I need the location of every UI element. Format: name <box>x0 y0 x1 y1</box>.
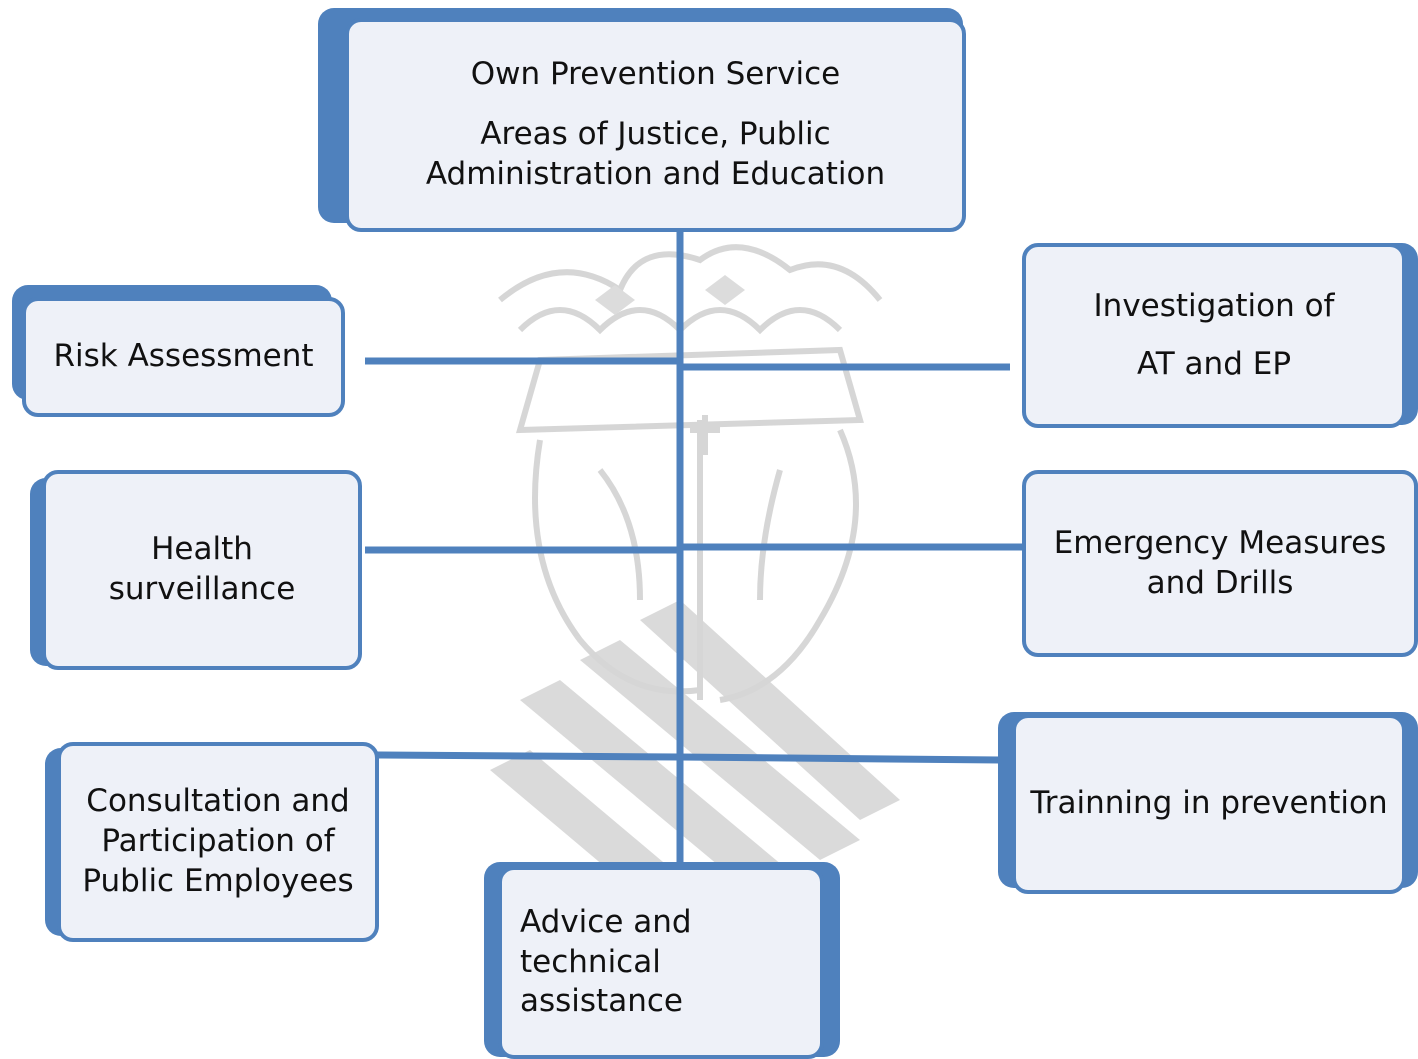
emergency-line-1: Emergency Measures <box>1053 524 1387 561</box>
advice-line-2: technical <box>520 943 661 980</box>
investigation-line-1: Investigation of <box>1093 287 1335 324</box>
connector-training <box>679 753 1001 764</box>
health-line-1: Health <box>151 531 253 568</box>
title-line-2: Areas of Justice, Public <box>480 116 831 153</box>
risk-assessment-node: Risk Assessment <box>12 285 347 420</box>
investigation-line-2: AT and EP <box>1136 345 1292 382</box>
title-line-3: Administration and Education <box>425 155 886 192</box>
consultation-node: Consultation and Participation of Public… <box>45 742 380 942</box>
title-node: Own Prevention Service Areas of Justice,… <box>318 8 966 234</box>
connector-consultation <box>374 751 681 761</box>
consultation-line-1: Consultation and <box>86 783 350 820</box>
training-label: Trainning in prevention <box>1030 785 1388 822</box>
health-line-2: surveillance <box>108 571 296 607</box>
risk-assessment-label: Risk Assessment <box>53 338 314 375</box>
emergency-node: Emergency Measures and Drills <box>1022 470 1418 657</box>
advice-node: Advice and technical assistance <box>484 862 842 1059</box>
advice-line-3: assistance <box>520 983 683 1020</box>
consultation-line-2: Participation of <box>101 823 335 860</box>
consultation-line-3: Public Employees <box>82 862 354 899</box>
investigation-node: Investigation of AT and EP <box>1022 243 1418 428</box>
advice-line-1: Advice and <box>520 903 692 940</box>
health-surveillance-node: Health surveillance <box>30 470 362 670</box>
title-line-1: Own Prevention Service <box>470 56 841 93</box>
training-node: Trainning in prevention <box>998 712 1418 895</box>
emergency-line-2: and Drills <box>1146 564 1294 601</box>
